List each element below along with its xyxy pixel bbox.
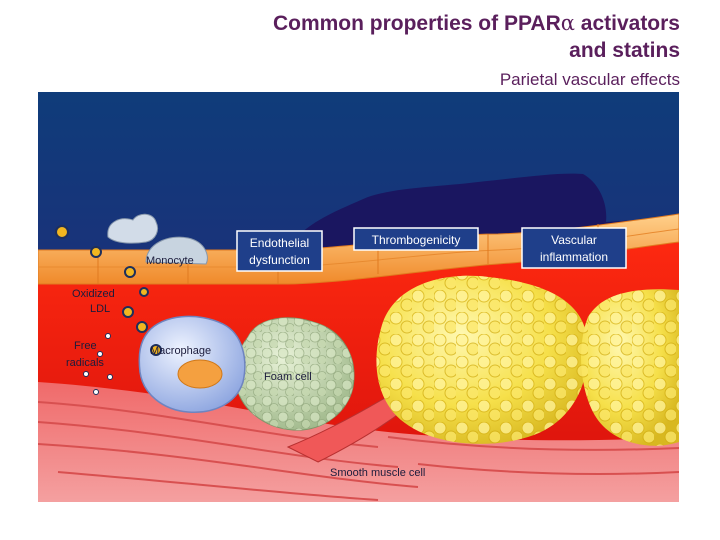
thrombogenicity-label: Thrombogenicity <box>372 233 461 247</box>
free-radicals-label-line1: Free <box>74 340 97 352</box>
macrophage-label: Macrophage <box>150 345 211 357</box>
monocyte-cell <box>145 236 208 265</box>
oxidized-ldl-label-line2: LDL <box>90 303 110 315</box>
alpha-symbol: α <box>560 11 575 35</box>
slide-title-line2: and statins <box>569 39 680 62</box>
foam-cell-label: Foam cell <box>264 371 312 383</box>
macrophage-nucleus <box>177 359 223 389</box>
vascular-inflammation-label-line2: inflammation <box>540 250 608 264</box>
vascular-inflammation-label-line1: Vascular <box>551 233 597 247</box>
thrombogenicity-box: Thrombogenicity <box>353 227 479 251</box>
monocyte-label: Monocyte <box>146 255 194 267</box>
oxidized-ldl-particles <box>55 225 162 356</box>
oxidized-ldl-label-line1: Oxidized <box>72 288 115 300</box>
slide-title-line1: Common properties of PPARα activators <box>272 11 680 35</box>
free-radicals <box>83 333 113 395</box>
smooth-muscle-cell-label: Smooth muscle cell <box>330 467 425 479</box>
slide-title: Common properties of PPARα activators an… <box>273 10 680 64</box>
free-radicals-label-line2: radicals <box>66 357 104 369</box>
slide-subtitle: Parietal vascular effects <box>499 70 680 89</box>
endothelial-dysfunction-label-line1: Endothelial <box>250 236 309 250</box>
monocyte-upper <box>107 213 159 244</box>
vascular-wall-illustration: Endothelial dysfunction Thrombogenicity … <box>38 92 679 502</box>
endothelial-dysfunction-box: Endothelial dysfunction <box>236 230 323 272</box>
endothelial-dysfunction-label-line2: dysfunction <box>249 253 310 267</box>
vascular-inflammation-box: Vascular inflammation <box>521 227 627 269</box>
